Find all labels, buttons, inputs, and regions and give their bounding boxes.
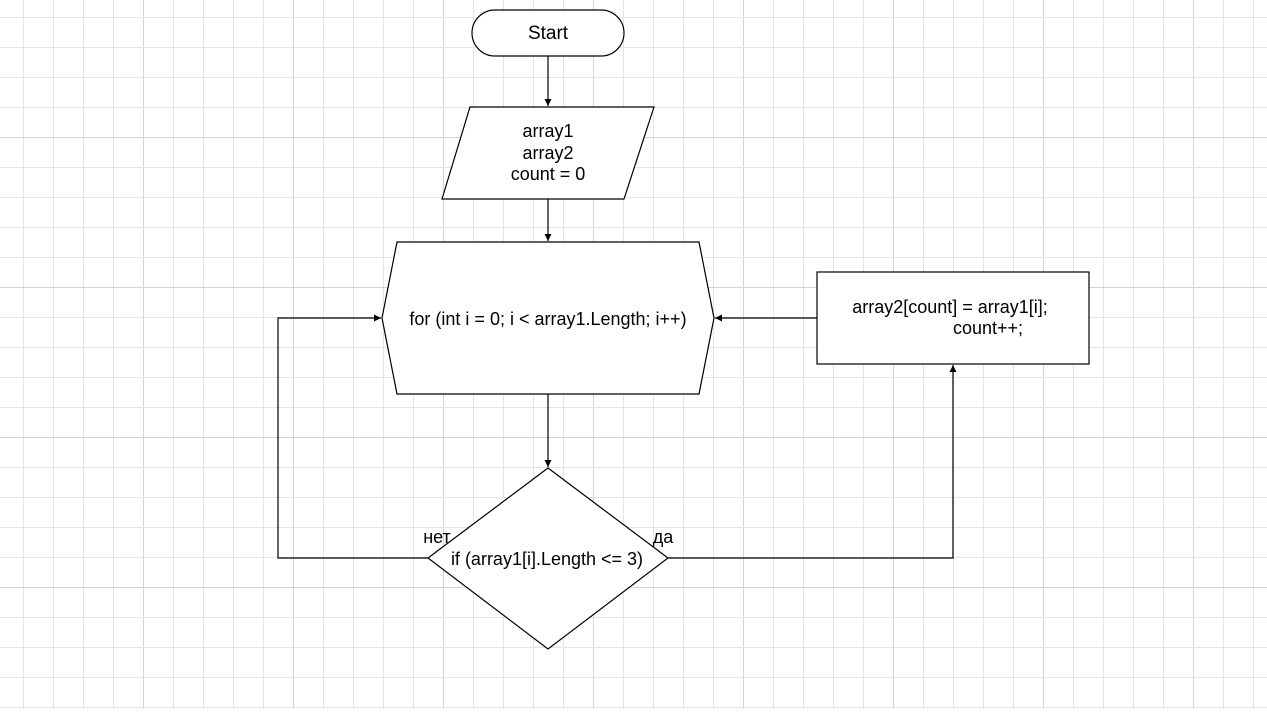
edge-label-yes: да bbox=[653, 527, 675, 547]
input-shape bbox=[441, 106, 655, 200]
start-shape bbox=[471, 9, 625, 57]
start-terminator: Start bbox=[471, 9, 625, 57]
loop-shape bbox=[381, 241, 715, 395]
process-shape bbox=[816, 271, 1090, 365]
input-line-count: count = 0 bbox=[511, 164, 586, 184]
process-line-increment: count++; bbox=[953, 318, 1023, 338]
input-parallelogram: array1 array2 count = 0 bbox=[441, 106, 655, 200]
decision-label: if (array1[i].Length <= 3) bbox=[451, 549, 643, 569]
edge-decision-no-to-loop bbox=[277, 314, 428, 559]
process-line-assign: array2[count] = array1[i]; bbox=[852, 297, 1048, 317]
start-label: Start bbox=[528, 23, 569, 44]
input-line-array2: array2 bbox=[522, 143, 573, 163]
edge-decision-yes-to-process bbox=[668, 365, 957, 559]
loop-hexagon: for (int i = 0; i < array1.Length; i++) bbox=[381, 241, 715, 395]
decision-diamond: if (array1[i].Length <= 3) bbox=[427, 467, 669, 650]
edge-label-no: нет bbox=[423, 527, 451, 547]
decision-shape bbox=[427, 467, 669, 650]
process-block: array2[count] = array1[i]; count++; bbox=[816, 271, 1090, 365]
connectors bbox=[277, 56, 957, 559]
loop-label: for (int i = 0; i < array1.Length; i++) bbox=[409, 309, 686, 329]
input-line-array1: array1 bbox=[522, 121, 573, 141]
